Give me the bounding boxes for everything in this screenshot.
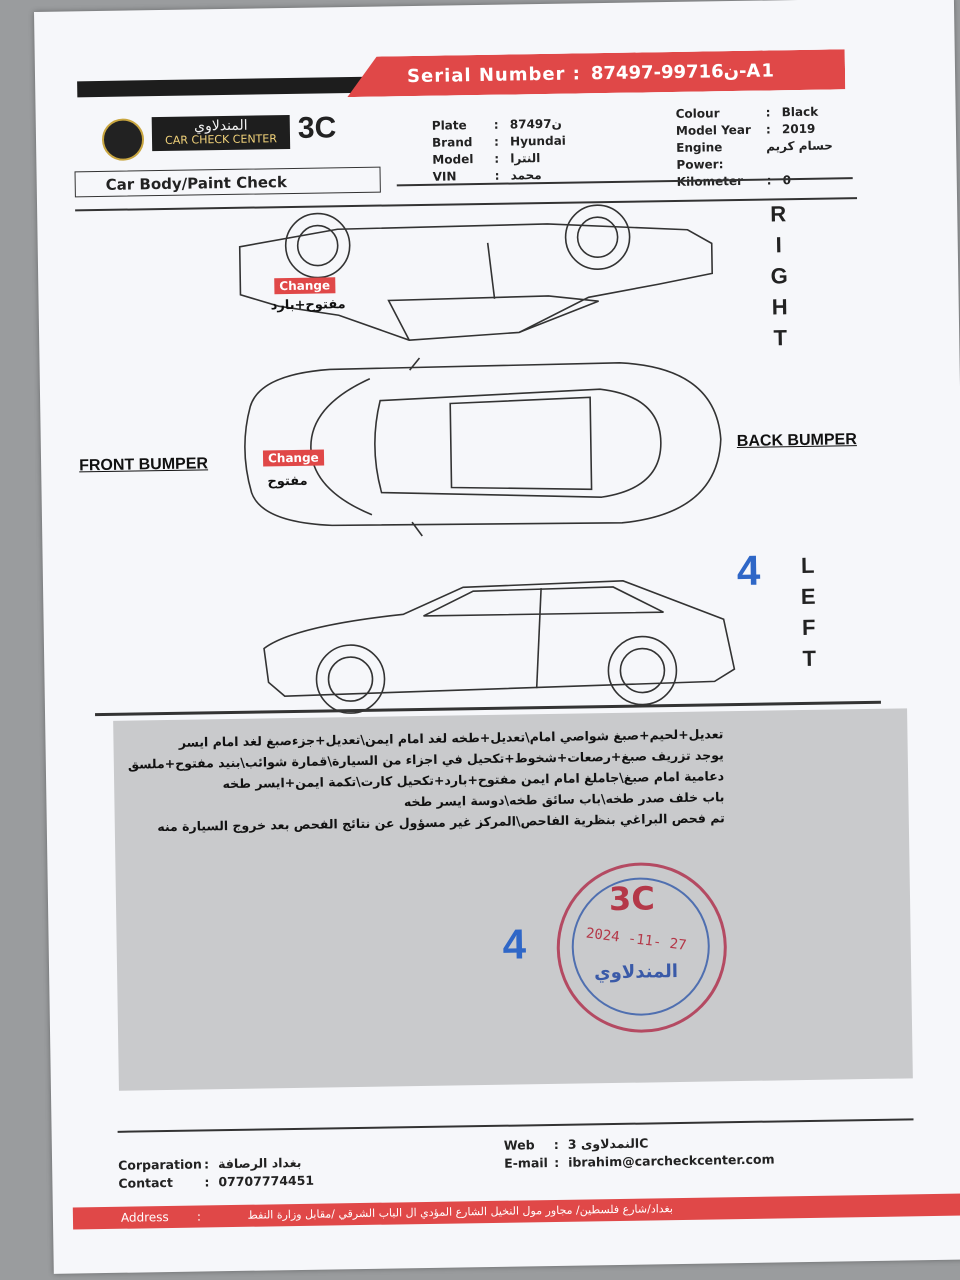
section-title: Car Body/Paint Check xyxy=(74,166,381,198)
sep: : xyxy=(493,117,499,132)
serial-value: ن99716-87497-A1 xyxy=(590,59,776,84)
sep: : xyxy=(204,1174,210,1190)
plate-label: Plate xyxy=(431,118,467,133)
corp-value: بغداد الرصافة xyxy=(217,1154,302,1172)
web-link[interactable]: النمدلاوى 3C xyxy=(567,1135,649,1152)
vehicle-fields-left: Plate:ن87497 Brand:Hyundai Model:النترا … xyxy=(432,116,567,186)
colour-value: Black xyxy=(781,104,819,120)
left-letter: E xyxy=(800,583,816,610)
left-letter: T xyxy=(802,645,817,672)
left-letter: L xyxy=(800,552,815,579)
serial-label: Serial Number : xyxy=(406,62,582,87)
email-label: E-mail xyxy=(504,1155,549,1171)
stamp-name: المندلاوي xyxy=(593,961,679,984)
colour-label: Colour xyxy=(675,106,720,121)
model-value: النترا xyxy=(510,151,541,166)
sep: : xyxy=(765,122,771,137)
sep: : xyxy=(767,172,783,189)
contact-value: 07707774451 xyxy=(218,1172,315,1190)
note-hood: مفتوح xyxy=(267,473,308,490)
footer-right: Web: النمدلاوى 3C E-mail: ibrahim@carcheck… xyxy=(504,1133,775,1173)
note-side: مفتوح+بارد xyxy=(270,297,346,314)
logo-english: CAR CHECK CENTER xyxy=(165,132,278,147)
inspection-sheet: Serial Number : ن99716-87497-A1 المندلاو… xyxy=(34,0,960,1274)
brand-value: Hyundai xyxy=(509,133,566,149)
right-letter: H xyxy=(771,294,788,320)
engine-label: Engine Power: xyxy=(676,140,724,172)
email-link[interactable]: ibrahim@carcheckcenter.com xyxy=(568,1151,775,1170)
plate-value: ن87497 xyxy=(509,116,562,132)
year-label: Model Year xyxy=(675,122,752,138)
change-tag-hood: Change xyxy=(262,449,324,467)
year-value: 2019 xyxy=(781,121,816,137)
front-bumper-label: FRONT BUMPER xyxy=(79,455,209,475)
corp-label: Corparation xyxy=(118,1156,202,1173)
sep: : xyxy=(493,134,500,149)
brand-label: Brand xyxy=(431,135,473,150)
car-right-side-view xyxy=(238,204,713,341)
right-label: R I G H T xyxy=(765,198,793,353)
sep: : xyxy=(196,1209,202,1224)
km-value: 0 xyxy=(783,172,792,189)
address-value: بغداد/شارع فلسطين/ مجاور مول النخيل الشا… xyxy=(247,1202,673,1222)
left-letter: F xyxy=(801,614,816,641)
logo-wordmark: المندلاوي CAR CHECK CENTER xyxy=(151,114,291,152)
car-top-view xyxy=(244,357,722,537)
car-diagram xyxy=(238,204,736,714)
car-left-side-view xyxy=(263,580,736,714)
logo-3c: 3C xyxy=(297,111,337,145)
address-bar: Address : بغداد/شارع فلسطين/ مجاور مول ا… xyxy=(72,1193,960,1230)
stamp-logo: 3C xyxy=(608,879,656,919)
sep: : xyxy=(203,1156,210,1172)
web-label: Web xyxy=(503,1137,535,1153)
sep: : xyxy=(765,105,771,120)
contact-label: Contact xyxy=(118,1174,173,1191)
footer-left: Corparation: بغداد الرصافة Contact:077077… xyxy=(118,1154,314,1193)
engine-value: حسام كريم xyxy=(766,138,834,154)
notes-list: تعديل+لحيم+صبغ شواصي امام\تعديل+طخه لغد … xyxy=(123,723,725,837)
right-letter: I xyxy=(775,232,783,258)
sep: : xyxy=(494,151,500,166)
sep: : xyxy=(554,1154,560,1170)
handwritten-4-top: 4 xyxy=(736,546,761,595)
logo-emblem-icon xyxy=(101,118,145,161)
back-bumper-label: BACK BUMPER xyxy=(736,431,857,451)
right-letter: G xyxy=(770,263,788,289)
left-label: L E F T xyxy=(795,550,823,674)
footer-rule xyxy=(117,1118,914,1133)
right-letter: T xyxy=(773,325,788,351)
serial-banner: Serial Number : ن99716-87497-A1 xyxy=(347,49,846,97)
sep: : xyxy=(553,1136,559,1152)
change-tag-side: Change xyxy=(274,277,336,295)
header-black-bar xyxy=(77,76,368,98)
address-label: Address xyxy=(120,1210,169,1225)
notes-panel: تعديل+لحيم+صبغ شواصي امام\تعديل+طخه لغد … xyxy=(113,708,913,1091)
model-label: Model xyxy=(432,152,474,167)
handwritten-4-stamp: 4 xyxy=(502,920,527,968)
right-letter: R xyxy=(770,201,787,227)
